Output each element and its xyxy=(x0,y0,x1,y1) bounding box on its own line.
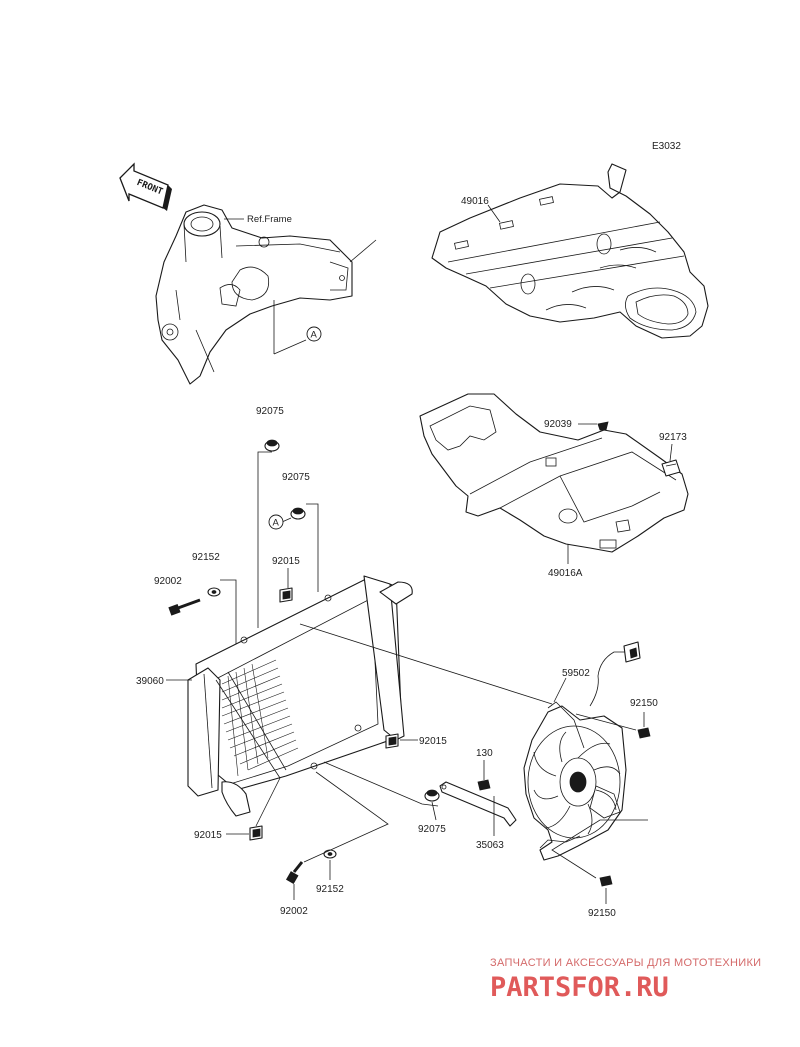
frame-reference xyxy=(155,204,377,385)
label-92152-low: 92152 xyxy=(316,884,344,895)
fan-59502 xyxy=(523,641,641,861)
clip-92015-right xyxy=(385,733,418,749)
washer-92152-low xyxy=(323,849,337,880)
nut-130 xyxy=(477,760,491,791)
bolt-92002-top xyxy=(168,598,201,616)
label-92075-low: 92075 xyxy=(418,824,446,835)
upper-cover-49016 xyxy=(431,163,709,339)
label-92002-top: 92002 xyxy=(154,576,182,587)
label-92075-mid: 92075 xyxy=(282,472,310,483)
label-92150-low: 92150 xyxy=(588,908,616,919)
label-35063: 35063 xyxy=(476,840,504,851)
label-92015-top: 92015 xyxy=(272,556,300,567)
grommet-92075-top xyxy=(257,439,280,628)
callout-a-grommet: A xyxy=(268,514,284,530)
bolt-92002-low xyxy=(285,771,389,900)
callout-a-label-2: A xyxy=(273,518,280,529)
label-92150-top: 92150 xyxy=(630,698,658,709)
diagram-code: E3032 xyxy=(652,141,681,152)
clip-92015-top xyxy=(279,568,293,603)
bolt-92150-low xyxy=(551,819,648,904)
watermark: ЗАПЧАСТИ И АКСЕССУАРЫ ДЛЯ МОТОТЕХНИКИ PA… xyxy=(490,957,761,1003)
lower-cover-49016a xyxy=(419,393,689,564)
grommet-92075-mid xyxy=(281,503,319,592)
clip-92039 xyxy=(578,421,609,431)
label-92039: 92039 xyxy=(544,419,572,430)
label-39060: 39060 xyxy=(136,676,164,687)
grommet-92075-low xyxy=(323,761,440,821)
ref-frame-label: Ref.Frame xyxy=(247,214,292,225)
label-49016: 49016 xyxy=(461,196,489,207)
label-92173: 92173 xyxy=(659,432,687,443)
clip-92015-low xyxy=(226,777,281,841)
label-59502: 59502 xyxy=(562,668,590,679)
watermark-brand: PARTSFOR.RU xyxy=(490,972,669,1003)
washer-92152-top xyxy=(207,579,237,644)
label-92152-top: 92152 xyxy=(192,552,220,563)
leader-radiator-fan xyxy=(299,623,553,705)
callout-a-label: A xyxy=(311,330,318,341)
stay-35063 xyxy=(439,781,517,836)
clamp-92173 xyxy=(661,443,681,477)
label-92002-low: 92002 xyxy=(280,906,308,917)
label-92015-right: 92015 xyxy=(419,736,447,747)
radiator-39060 xyxy=(166,575,413,817)
label-92075-top: 92075 xyxy=(256,406,284,417)
front-arrow-icon: FRONT xyxy=(119,162,172,211)
label-49016a: 49016A xyxy=(548,568,583,579)
label-130: 130 xyxy=(476,748,493,759)
bolt-92150-top xyxy=(575,712,651,739)
watermark-subtitle: ЗАПЧАСТИ И АКСЕССУАРЫ ДЛЯ МОТОТЕХНИКИ xyxy=(490,957,761,969)
callout-a-frame: A xyxy=(306,326,322,342)
label-92015-low: 92015 xyxy=(194,830,222,841)
